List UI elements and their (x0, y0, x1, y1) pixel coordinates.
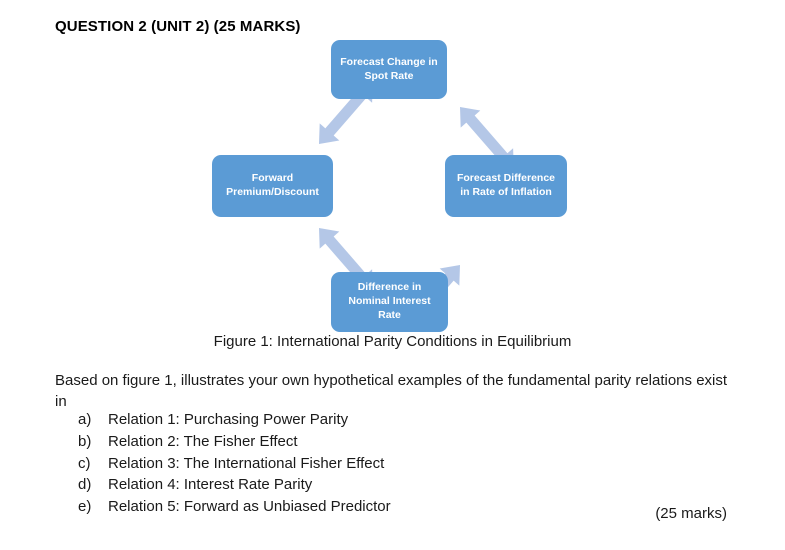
node-forecast-difference-inflation: Forecast Difference in Rate of Inflation (445, 155, 567, 217)
list-item: b) Relation 2: The Fisher Effect (78, 431, 718, 453)
node-left-line1: Forward (251, 172, 294, 185)
node-right-line1: Forecast Difference (456, 172, 556, 185)
node-bottom-line1: Difference in (357, 281, 422, 294)
list-item-marker: c) (78, 454, 91, 472)
list-item-marker: d) (78, 476, 92, 494)
list-item-marker: e) (78, 498, 92, 515)
node-right-line2: in Rate of Inflation (460, 186, 552, 198)
list-item: d) Relation 4: Interest Rate Parity (78, 474, 718, 496)
parity-conditions-diagram: Forecast Change in Spot Rate Forward Pre… (190, 34, 590, 339)
list-item-label: Relation 5: Forward as Unbiased Predicto… (108, 498, 391, 515)
relations-list: a) Relation 1: Purchasing Power Parity b… (78, 409, 718, 518)
list-item-label: Relation 4: Interest Rate Parity (108, 476, 313, 494)
list-item-marker: b) (78, 432, 92, 450)
page-title: QUESTION 2 (UNIT 2) (25 MARKS) (55, 18, 301, 35)
node-forecast-change-spot-rate: Forecast Change in Spot Rate (331, 40, 447, 99)
node-top-line1: Forecast Change in (340, 55, 438, 68)
node-bottom-line2: Nominal Interest (348, 295, 431, 308)
node-forward-premium-discount: Forward Premium/Discount (212, 155, 333, 217)
list-item: c) Relation 3: The International Fisher … (78, 453, 718, 475)
node-bottom-line3: Rate (378, 308, 401, 321)
question-paragraph: Based on figure 1, illustrates your own … (55, 372, 728, 410)
list-item: a) Relation 1: Purchasing Power Parity (78, 409, 718, 431)
list-item-label: Relation 3: The International Fisher Eff… (108, 454, 385, 472)
figure-caption: Figure 1: International Parity Condition… (213, 333, 572, 350)
node-difference-nominal-interest-rate: Difference in Nominal Interest Rate (331, 272, 448, 332)
node-left-line2: Premium/Discount (226, 186, 319, 198)
marks-note: (25 marks) (655, 505, 727, 522)
list-item: e) Relation 5: Forward as Unbiased Predi… (78, 496, 718, 518)
list-item-marker: a) (78, 411, 92, 428)
node-top-line2: Spot Rate (364, 69, 414, 82)
list-item-label: Relation 1: Purchasing Power Parity (108, 411, 349, 428)
list-item-label: Relation 2: The Fisher Effect (108, 432, 298, 450)
